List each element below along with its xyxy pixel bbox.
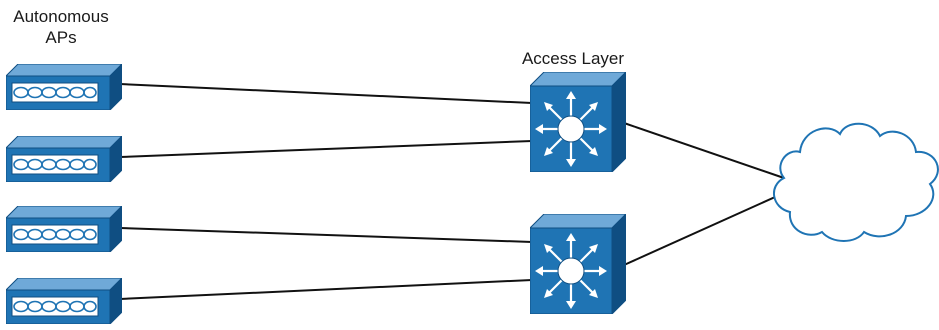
access-layer-label: Access Layer <box>508 48 638 69</box>
access-point-icon <box>6 64 122 110</box>
link-switch2-cloud <box>624 193 784 265</box>
cloud-icon <box>774 124 938 241</box>
link-ap4-switch2 <box>120 280 532 299</box>
access-point-icon <box>6 206 122 252</box>
layer3-switch-icon <box>530 214 626 314</box>
link-ap1-switch1 <box>120 84 532 103</box>
autonomous-aps-label: Autonomous APs <box>2 6 120 48</box>
autonomous-aps-label-line2: APs <box>2 27 120 48</box>
link-ap2-switch1 <box>120 141 532 157</box>
link-ap3-switch2 <box>120 228 532 242</box>
layer3-switch-icon <box>530 72 626 172</box>
access-point-icon <box>6 136 122 182</box>
autonomous-aps-label-line1: Autonomous <box>2 6 120 27</box>
link-switch1-cloud <box>624 123 784 178</box>
access-point-icon <box>6 278 122 324</box>
